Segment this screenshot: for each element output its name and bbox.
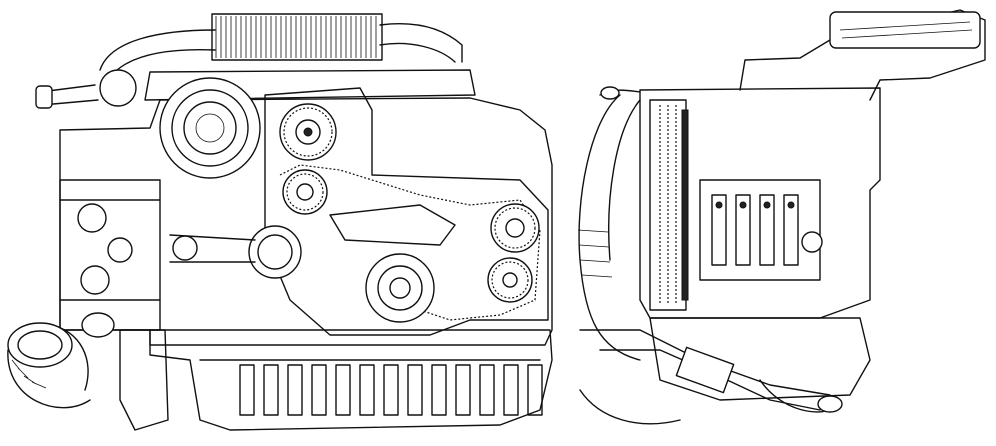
oil-pan: [149, 329, 553, 431]
inlet-elbow: [99, 69, 137, 107]
timing-cover: [264, 87, 549, 336]
upper-manifold: [144, 69, 476, 101]
tensioner-arm: [329, 204, 456, 246]
cam-pulley-left: [159, 77, 261, 179]
flywheel: [649, 99, 689, 311]
intercooler: [211, 13, 383, 61]
side-sensor: [801, 231, 823, 253]
left-accessories: [59, 179, 161, 331]
side-hose: [578, 94, 641, 361]
exhaust-pipes: [579, 329, 843, 425]
connecting-rod: [169, 225, 302, 279]
corrugated-hose: [7, 312, 115, 409]
side-block-outline: [639, 87, 881, 319]
air-box-lid: [829, 11, 981, 49]
side-oil-pan: [649, 317, 871, 401]
crank-pulley: [365, 253, 435, 323]
engine-mount: [119, 329, 169, 431]
idler-sprocket: [282, 169, 328, 215]
front-view: [7, 13, 553, 431]
lower-sprocket: [487, 257, 533, 303]
cam-sprocket-right: [279, 103, 337, 161]
crankshaft-section: [699, 179, 821, 281]
hose-clamp: [35, 85, 53, 109]
tensioner-sprocket: [490, 203, 540, 253]
side-view: [577, 9, 986, 425]
intake-pipe-right: [379, 23, 463, 63]
